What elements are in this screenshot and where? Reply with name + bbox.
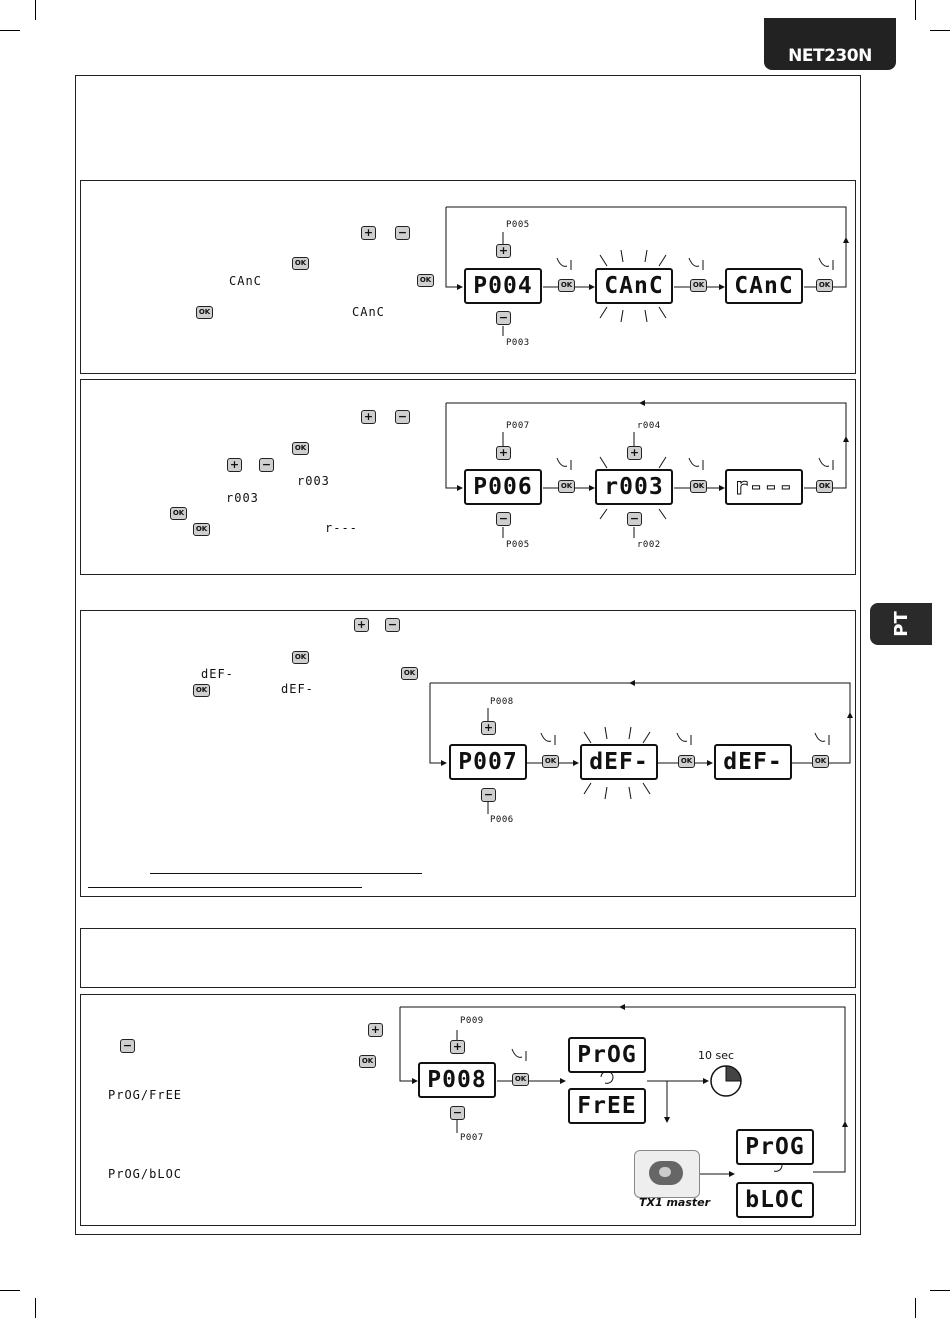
timer-icon: [711, 1066, 741, 1096]
label-next-param: P009: [460, 1016, 484, 1026]
text-canc: CAnC: [229, 274, 262, 288]
crop-mark: [35, 0, 36, 20]
lcd-param: P007: [449, 744, 527, 780]
lcd-param: P008: [418, 1062, 496, 1098]
minus-key-icon: −: [395, 410, 410, 424]
panel-p004: [80, 180, 856, 374]
minus-key-icon: −: [259, 458, 274, 472]
lcd-value: r003: [595, 469, 673, 505]
ok-key-icon: OK: [193, 684, 210, 697]
label-next-param: P008: [490, 697, 514, 707]
minus-key-icon: −: [481, 788, 496, 802]
lcd-param: P006: [464, 469, 542, 505]
ok-key-icon: OK: [292, 442, 309, 455]
text-canc: CAnC: [352, 305, 385, 319]
label-prev-param: P003: [506, 338, 530, 348]
plus-key-icon: +: [368, 1023, 383, 1037]
plus-key-icon: +: [481, 721, 496, 735]
ok-key-icon: OK: [558, 480, 575, 493]
label-next-param: P005: [506, 220, 530, 230]
crop-mark: [930, 30, 950, 31]
panel-p007: [80, 610, 856, 897]
ok-key-icon: OK: [170, 507, 187, 520]
language-tab: PT: [870, 603, 932, 645]
underline: [88, 887, 362, 888]
text-mode-bloc: PrOG/bLOC: [108, 1167, 183, 1181]
ok-key-icon: OK: [193, 523, 210, 536]
text-mode-free: PrOG/FrEE: [108, 1088, 183, 1102]
minus-key-icon: −: [395, 226, 410, 240]
panel-p008: [80, 994, 856, 1226]
ok-key-icon: OK: [690, 480, 707, 493]
crop-mark: [915, 1298, 916, 1318]
label-prev-param: P005: [506, 540, 530, 550]
crop-mark: [915, 0, 916, 20]
panel-note: [80, 928, 856, 988]
text-blank-value: r---: [325, 521, 358, 535]
lcd-blink: dEF-: [580, 744, 658, 780]
page-frame: [75, 75, 861, 1235]
ok-key-icon: OK: [816, 279, 833, 292]
plus-key-icon: +: [361, 226, 376, 240]
crop-mark: [0, 1290, 20, 1291]
ok-key-icon: OK: [690, 279, 707, 292]
plus-key-icon: +: [496, 244, 511, 258]
timer-label: 10 sec: [698, 1049, 735, 1062]
ok-key-icon: OK: [542, 755, 559, 768]
crop-mark: [0, 30, 20, 31]
ok-key-icon: OK: [512, 1073, 529, 1086]
plus-key-icon: +: [627, 446, 642, 460]
crop-mark: [35, 1298, 36, 1318]
minus-key-icon: −: [496, 512, 511, 526]
label-prev-param: P006: [490, 815, 514, 825]
panel-p006: [80, 379, 856, 575]
remote-control-icon: [634, 1150, 700, 1198]
plus-key-icon: +: [354, 618, 369, 632]
ok-key-icon: OK: [558, 279, 575, 292]
lcd-free: FrEE: [568, 1088, 646, 1124]
lcd-bloc: bLOC: [736, 1182, 814, 1218]
ok-key-icon: OK: [812, 755, 829, 768]
text-default: dEF-: [281, 682, 314, 696]
underline: [150, 873, 422, 874]
label-value-up: r004: [637, 421, 661, 431]
lcd-confirmed: dEF-: [714, 744, 792, 780]
ok-key-icon: OK: [292, 257, 309, 270]
lcd-cleared: r---: [725, 469, 803, 505]
ok-key-icon: OK: [292, 651, 309, 664]
model-badge: NET230N: [764, 18, 896, 70]
ok-key-icon: OK: [417, 274, 434, 287]
lcd-param: P004: [464, 268, 542, 304]
lcd-prog: PrOG: [736, 1129, 814, 1165]
plus-key-icon: +: [227, 458, 242, 472]
minus-key-icon: −: [120, 1039, 135, 1053]
remote-label: TX1 master: [639, 1196, 711, 1209]
ok-key-icon: OK: [196, 306, 213, 319]
label-value-down: r002: [637, 540, 661, 550]
text-value: r003: [226, 491, 259, 505]
lcd-prog: PrOG: [568, 1037, 646, 1073]
lcd-blink: CAnC: [595, 268, 673, 304]
plus-key-icon: +: [361, 410, 376, 424]
lcd-confirmed: CAnC: [725, 268, 803, 304]
plus-key-icon: +: [450, 1040, 465, 1054]
ok-key-icon: OK: [816, 480, 833, 493]
minus-key-icon: −: [385, 618, 400, 632]
minus-key-icon: −: [496, 311, 511, 325]
model-name: NET230N: [788, 46, 872, 66]
text-default: dEF-: [201, 667, 234, 681]
crop-mark: [930, 1290, 950, 1291]
text-value: r003: [297, 474, 330, 488]
ok-key-icon: OK: [401, 667, 418, 680]
ok-key-icon: OK: [678, 755, 695, 768]
ok-key-icon: OK: [359, 1055, 376, 1068]
minus-key-icon: −: [627, 512, 642, 526]
label-prev-param: P007: [460, 1133, 484, 1143]
plus-key-icon: +: [496, 446, 511, 460]
label-next-param: P007: [506, 421, 530, 431]
minus-key-icon: −: [450, 1106, 465, 1120]
